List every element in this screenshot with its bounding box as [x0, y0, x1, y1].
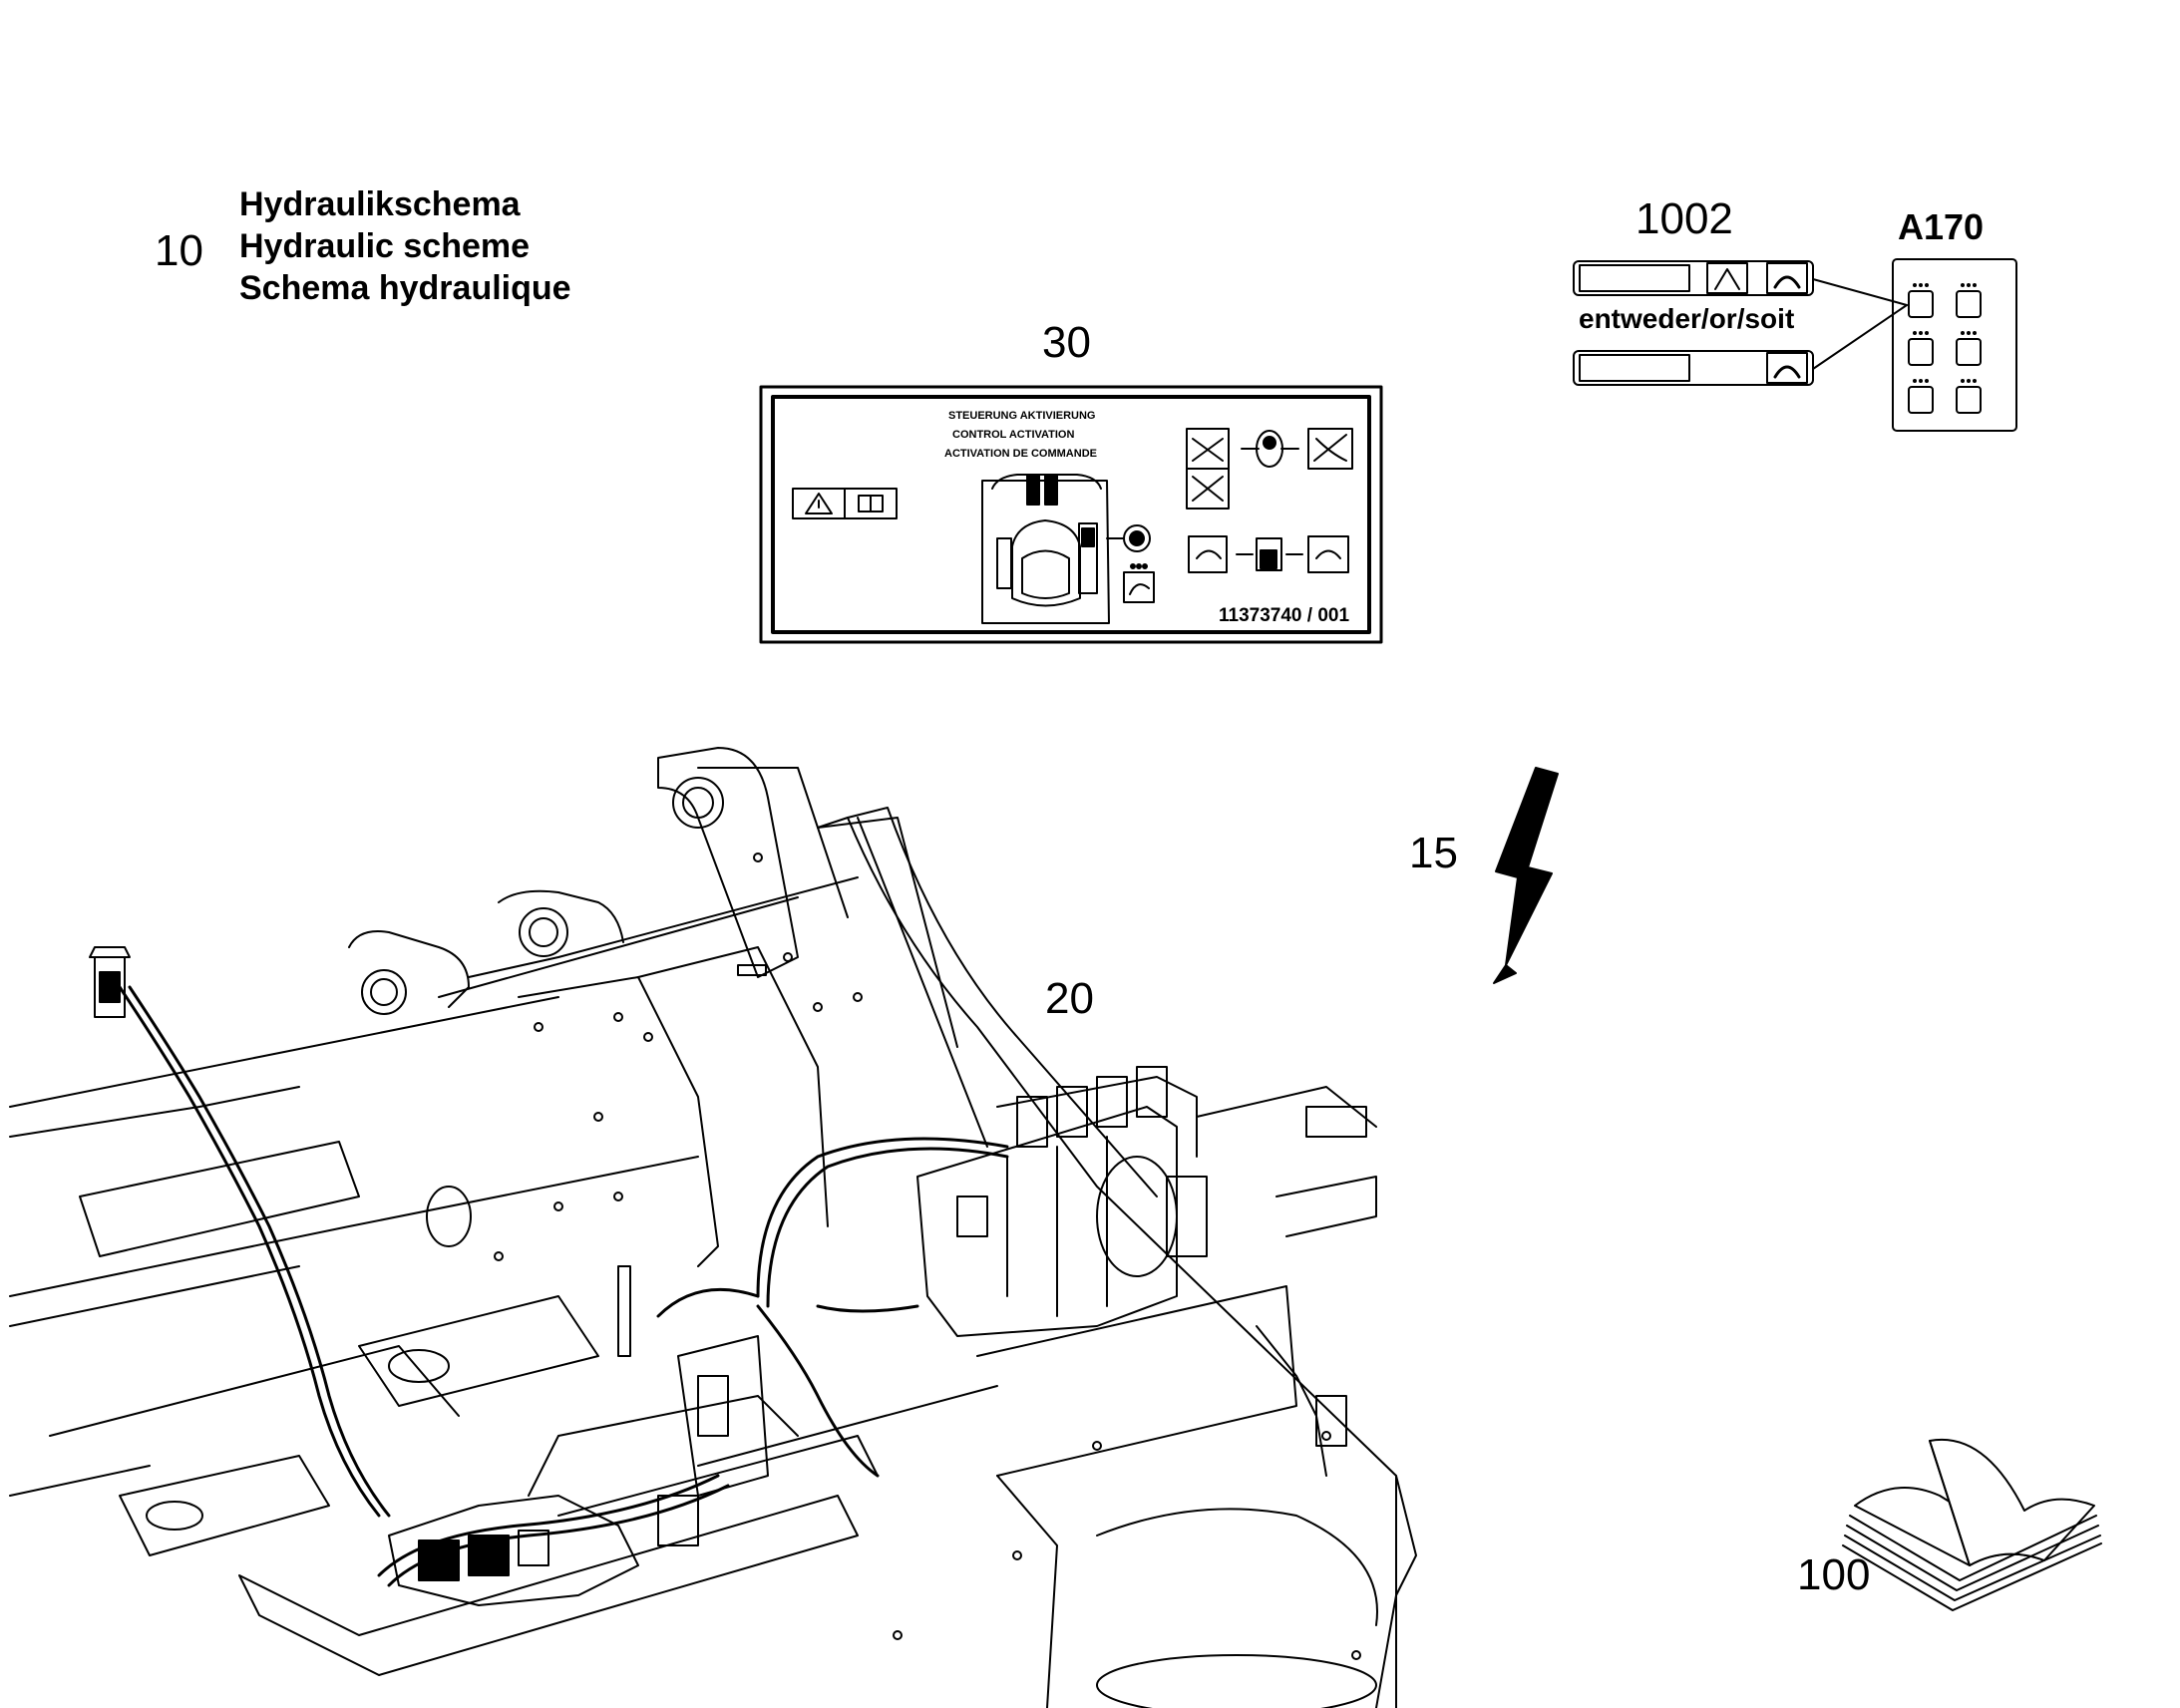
joystick-valve — [89, 946, 131, 1018]
switch-panel-a170 — [1892, 258, 2017, 432]
uppercarriage-frame — [9, 747, 1417, 1708]
valve-block — [916, 1066, 1208, 1337]
sign-text-en: CONTROL ACTIVATION — [952, 429, 1075, 441]
open-book-icon — [1842, 1438, 2102, 1611]
warning-triangle-icon — [792, 488, 846, 519]
switch-label-1002 — [1573, 260, 1908, 386]
callout-10: 10 — [155, 226, 203, 275]
either-or-label: entweder/or/soit — [1579, 303, 1795, 334]
mounting-holes — [494, 853, 1361, 1660]
sign-part-number: 11373740 / 001 — [1219, 605, 1350, 626]
callout-1002: 1002 — [1635, 194, 1733, 243]
lightning-icon — [1493, 767, 1559, 984]
pilot-valve-assembly — [388, 1335, 799, 1606]
panel-label-a170: A170 — [1898, 206, 1985, 247]
control-activation-icons — [1186, 428, 1353, 573]
manual-book-icon — [844, 488, 898, 519]
title-de: Hydraulikschema — [239, 185, 521, 223]
warning-sign-30 — [759, 385, 1383, 644]
callout-20: 20 — [1045, 974, 1094, 1023]
sign-text-fr: ACTIVATION DE COMMANDE — [944, 448, 1097, 460]
callout-100: 100 — [1797, 1550, 1871, 1599]
title-fr: Schema hydraulique — [239, 269, 571, 307]
callout-30: 30 — [1042, 318, 1091, 367]
sign-text-de: STEUERUNG AKTIVIERUNG — [948, 410, 1096, 422]
title-en: Hydraulic scheme — [239, 227, 531, 265]
hose-bundle — [118, 985, 1009, 1587]
cab-control-illustration — [981, 474, 1155, 624]
callout-15: 15 — [1409, 829, 1458, 877]
